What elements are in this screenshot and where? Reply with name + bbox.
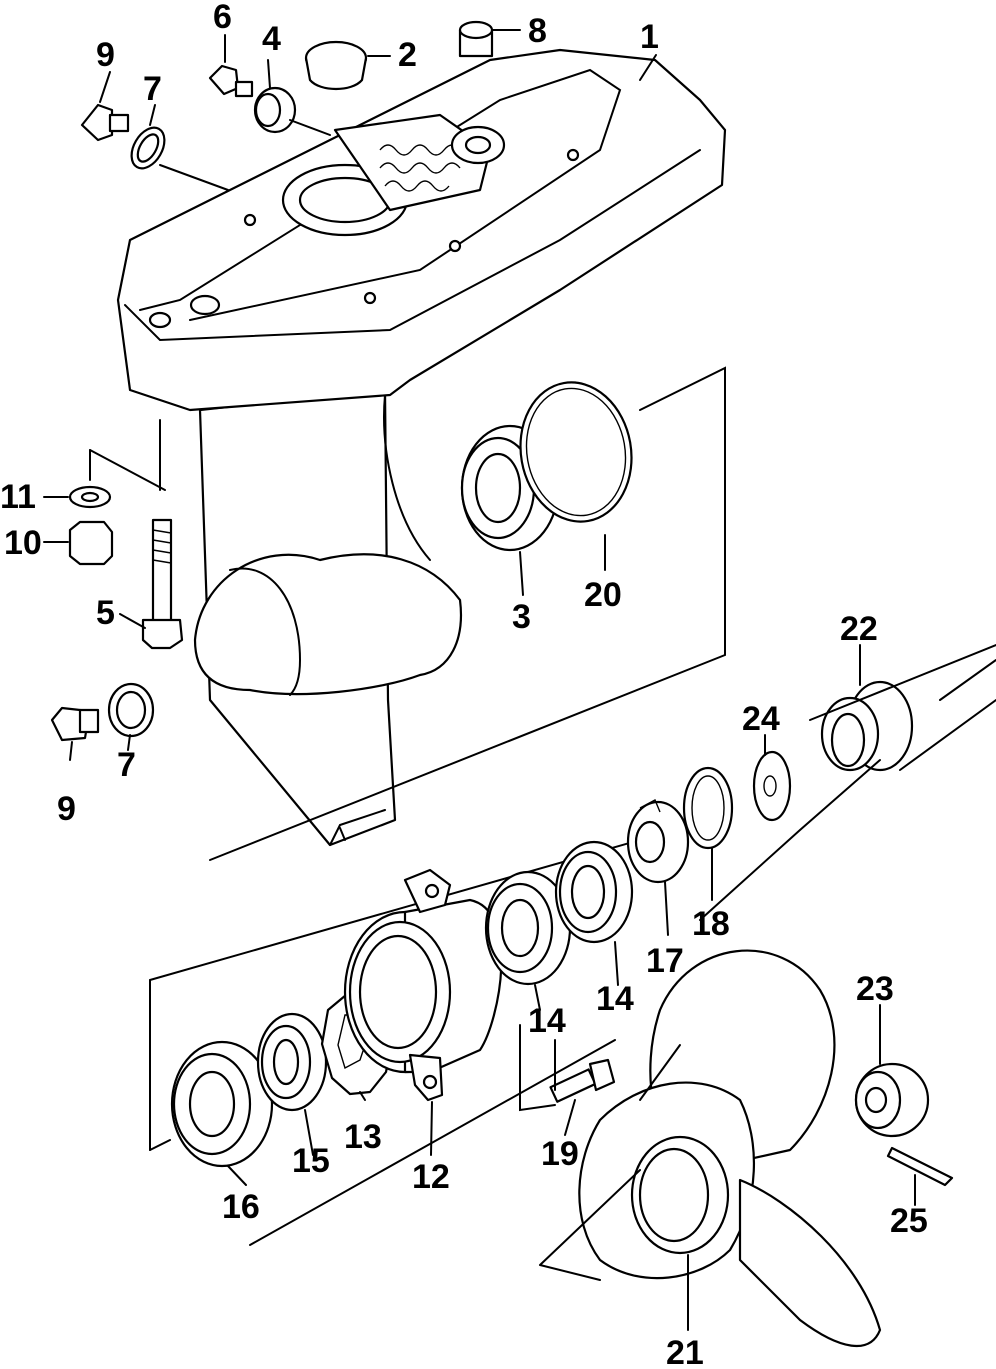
dowel-8: [458, 20, 494, 58]
callout-16: 16: [222, 1188, 260, 1226]
spacer-22: [820, 680, 914, 772]
callout-10: 10: [4, 524, 42, 562]
callout-14a: 14: [528, 1002, 566, 1040]
callout-12: 12: [412, 1158, 450, 1196]
seal-2: [304, 40, 368, 91]
bearing-16: [170, 1040, 274, 1168]
callout-17: 17: [646, 942, 684, 980]
drain-plug-upper: [80, 103, 130, 142]
nut-23: [854, 1062, 930, 1138]
propeller-shaft-housing-12: [343, 868, 503, 1102]
callout-3: 3: [512, 598, 531, 636]
bearing-14b: [554, 840, 634, 944]
o-ring-20: [519, 381, 633, 523]
stud-bolt-5: [141, 518, 184, 650]
collar-4: [253, 86, 297, 134]
thrust-washer-18: [682, 766, 734, 850]
leader-lines: [43, 29, 916, 1331]
propeller-21: [539, 949, 882, 1348]
callout-7-lower: 7: [117, 746, 136, 784]
callout-8: 8: [528, 12, 547, 50]
callout-18: 18: [692, 905, 730, 943]
callout-1: 1: [640, 18, 659, 56]
nut-10: [68, 520, 114, 566]
callout-14b: 14: [596, 980, 634, 1018]
callout-20: 20: [584, 576, 622, 614]
callout-5: 5: [96, 594, 115, 632]
gasket-upper: [130, 126, 166, 170]
callout-11: 11: [0, 478, 36, 516]
drain-plug-lower: [50, 706, 100, 742]
callout-2: 2: [398, 36, 417, 74]
bolt-19: [549, 1058, 616, 1103]
washer-11: [68, 485, 112, 509]
callout-25: 25: [890, 1202, 928, 1240]
bolt-6: [208, 64, 254, 98]
gasket-lower: [107, 682, 155, 738]
cotter-pin-25: [886, 1146, 954, 1187]
callout-13: 13: [344, 1118, 382, 1156]
callout-15: 15: [292, 1142, 330, 1180]
callout-19: 19: [541, 1135, 579, 1173]
callout-labels: 1 2 3 4 5 6 7 7 8 9 9 10 11 12 13 14 14 …: [0, 0, 928, 1369]
callout-7-upper: 7: [143, 70, 162, 108]
callout-23: 23: [856, 970, 894, 1008]
callout-21: 21: [666, 1334, 704, 1369]
thrust-ring-17: [626, 799, 690, 884]
callout-22: 22: [840, 610, 878, 648]
callout-4: 4: [262, 20, 281, 58]
callout-24: 24: [742, 700, 780, 738]
callout-9-lower: 9: [57, 790, 76, 828]
callout-6: 6: [213, 0, 232, 36]
washer-24: [752, 750, 792, 822]
callout-9-upper: 9: [96, 36, 115, 74]
gear-case-housing: [116, 48, 727, 847]
bearing-15: [256, 1012, 328, 1112]
bearing-14a: [484, 870, 572, 986]
